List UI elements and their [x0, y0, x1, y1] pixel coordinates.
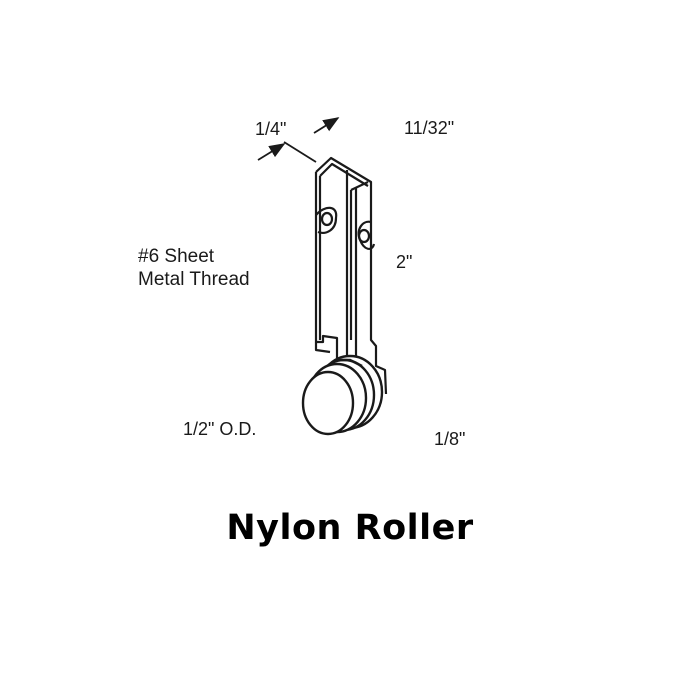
bracket [314, 156, 388, 395]
height-dimension-label: 2" [396, 252, 413, 272]
thread-callout: #6 Sheet Metal Thread [138, 245, 250, 291]
depth-dimension-label: 1/4" [255, 119, 287, 139]
diagram-title: Nylon Roller [226, 508, 474, 548]
dimension-depth [257, 117, 340, 163]
roller-wheel [301, 354, 384, 436]
width-dimension-label: 11/32" [404, 118, 455, 138]
thickness-dimension-label: 1/8" [434, 429, 466, 449]
thread-callout-line2: Metal Thread [138, 269, 250, 290]
thread-callout-line1: #6 Sheet [138, 246, 215, 267]
od-dimension-label: 1/2" O.D. [183, 419, 257, 439]
